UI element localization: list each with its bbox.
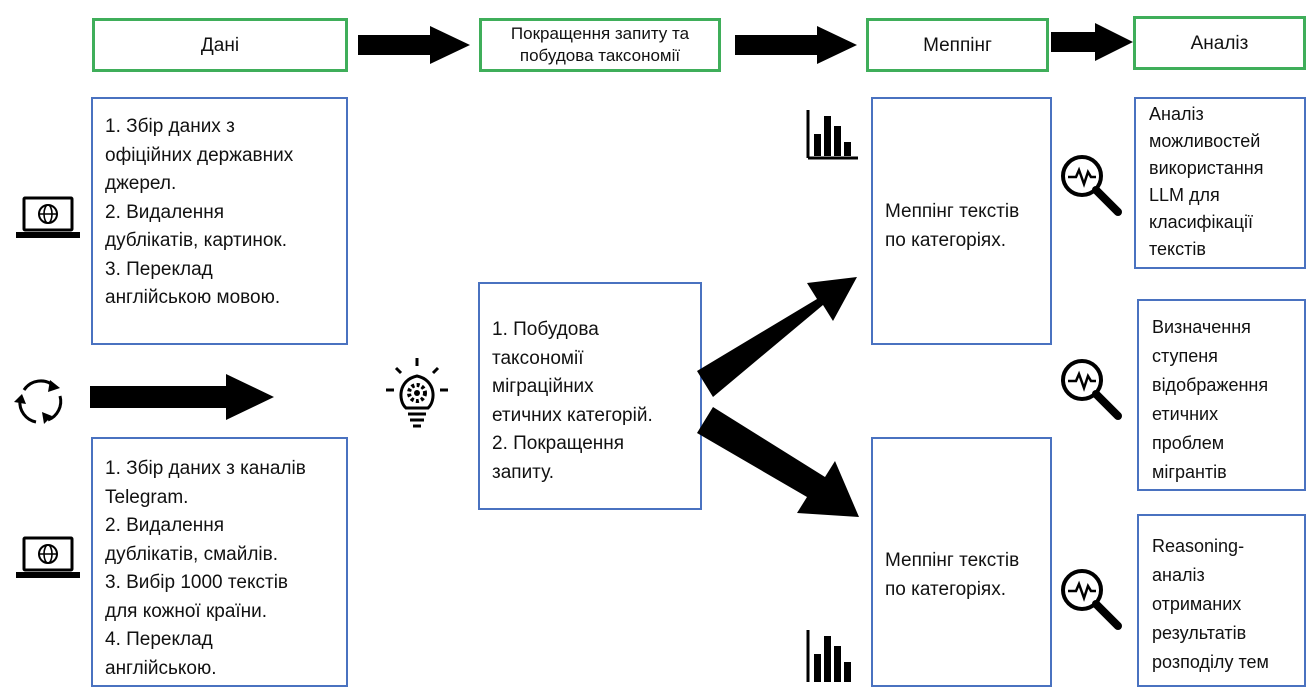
taxonomy-box-line: 1. Побудова (492, 319, 599, 340)
analysis-box-3-line: результатів (1152, 623, 1247, 643)
data-box-2-line: дублікатів, смайлів. (105, 543, 279, 565)
stage-improve-label-line1: Покращення запиту та (510, 24, 690, 43)
analysis-box-2-line: мігрантів (1152, 462, 1227, 482)
arrow-data-to-improve (358, 26, 470, 64)
stage-analysis-label: Аналіз (1190, 32, 1249, 54)
laptop-globe-icon (16, 196, 80, 238)
stage-analysis: Аналіз (1133, 16, 1306, 70)
data-box-2-line: 1. Збір даних з каналів (105, 458, 306, 479)
taxonomy-box: 1. Побудова таксономії міграційних етичн… (478, 282, 702, 510)
data-box-1-line: джерел. (105, 173, 177, 194)
analysis-box-2-line: Визначення (1152, 317, 1251, 337)
data-box-2-line: для кожної країни. (105, 600, 268, 622)
taxonomy-box-line: 2. Покращення (492, 433, 625, 454)
analysis-box-1-line: текстів (1149, 239, 1206, 259)
magnifier-pulse-icon (1061, 359, 1122, 420)
magnifier-pulse-icon (1061, 155, 1122, 216)
analysis-box-reasoning: Reasoning- аналіз отриманих результатів … (1137, 514, 1306, 687)
data-box-1-line: англійською мовою. (105, 287, 281, 308)
analysis-box-3-line: розподілу тем (1152, 652, 1269, 672)
data-box-2-line: 2. Видалення (105, 515, 224, 536)
data-box-1-line: 3. Переклад (105, 258, 213, 280)
analysis-box-1-line: Аналіз (1149, 104, 1204, 124)
laptop-globe-icon (16, 536, 80, 578)
lightbulb-gear-icon (386, 358, 448, 428)
stage-mapping-label: Меппінг (923, 34, 992, 56)
arrow-mapping-to-analysis (1051, 23, 1133, 61)
taxonomy-box-line: запиту. (492, 461, 554, 483)
mapping-box-1-line: по категоріях. (885, 229, 1007, 251)
taxonomy-box-line: міграційних (492, 376, 594, 397)
magnifier-pulse-icon (1061, 569, 1122, 630)
data-box-2-line: англійською. (105, 657, 217, 679)
mapping-box-2-line: Меппінг текстів (885, 550, 1020, 571)
data-box-1-line: офіційних державних (105, 144, 294, 166)
mapping-box-1-line: Меппінг текстів (885, 201, 1020, 222)
analysis-box-llm: Аналіз можливостей використання LLM для … (1134, 97, 1306, 269)
refresh-cycle-icon (14, 379, 63, 424)
analysis-box-ethics: Визначення ступеня відображення етичних … (1137, 299, 1306, 491)
analysis-box-1-line: використання (1149, 158, 1264, 178)
analysis-box-1-line: можливостей (1149, 131, 1261, 151)
mapping-box-2-line: по категоріях. (885, 578, 1007, 600)
arrow-improve-to-mapping (735, 26, 857, 64)
stage-data: Дані (92, 18, 348, 72)
taxonomy-box-line: таксономії (492, 347, 584, 369)
analysis-box-3-line: Reasoning- (1152, 536, 1245, 556)
data-box-1-line: 2. Видалення (105, 201, 224, 223)
arrow-data-to-taxonomy (90, 374, 274, 420)
mapping-box-1: Меппінг текстів по категоріях. (871, 97, 1052, 345)
data-box-1-line: 1. Збір даних з (105, 116, 235, 137)
data-box-official-sources: 1. Збір даних з офіційних державних джер… (91, 97, 348, 345)
data-box-2-line: 3. Вибір 1000 текстів (105, 572, 289, 593)
analysis-box-1-line: класифікації (1149, 212, 1254, 232)
analysis-box-2-line: ступеня (1152, 346, 1218, 366)
taxonomy-box-line: етичних категорій. (492, 404, 653, 426)
analysis-box-3-line: отриманих (1152, 594, 1242, 614)
stage-data-label: Дані (200, 34, 240, 56)
stage-mapping: Меппінг (866, 18, 1049, 72)
analysis-box-2-line: відображення (1152, 375, 1269, 395)
bar-chart-icon (806, 110, 858, 160)
analysis-box-1-line: LLM для (1149, 185, 1220, 205)
data-box-2-line: 4. Переклад (105, 629, 213, 650)
stage-improve-label-line2: побудова таксономії (519, 46, 681, 65)
data-box-1-line: дублікатів, картинок. (105, 230, 288, 251)
analysis-box-3-line: аналіз (1152, 565, 1205, 585)
analysis-box-2-line: етичних (1152, 404, 1219, 424)
bar-chart-icon (806, 630, 851, 682)
stage-improve-query: Покращення запиту та побудова таксономії (479, 18, 721, 72)
data-box-2-line: Telegram. (105, 486, 189, 508)
analysis-box-2-line: проблем (1152, 433, 1225, 453)
mapping-box-2: Меппінг текстів по категоріях. (871, 437, 1052, 687)
